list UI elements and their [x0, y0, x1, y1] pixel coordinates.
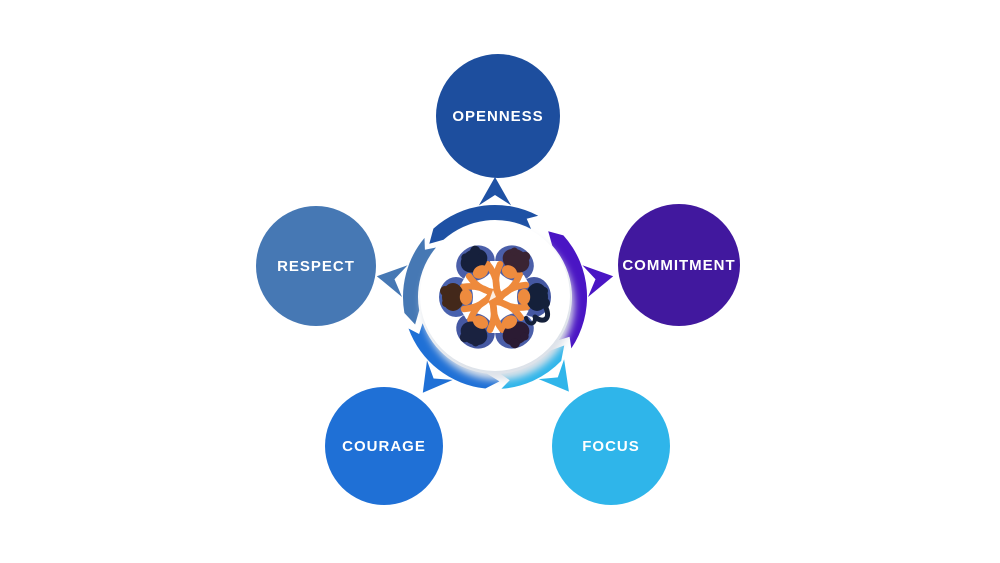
hands-knot-highlight — [489, 290, 496, 301]
person-head-5 — [460, 245, 489, 279]
team-huddle-illustration — [439, 245, 551, 349]
value-circle-openness: OPENNESS — [436, 54, 560, 178]
person-head-2 — [501, 315, 530, 349]
value-circle-focus: FOCUS — [552, 387, 670, 505]
ring-arc-commitment — [548, 231, 588, 349]
value-circle-respect: RESPECT — [256, 206, 376, 326]
person-head-3 — [459, 315, 489, 347]
pointer-arrow-courage — [422, 360, 453, 393]
person-head-1 — [517, 283, 550, 326]
pointer-arrow-commitment — [582, 265, 614, 297]
ring-arc-openness — [429, 204, 539, 244]
value-label-focus: FOCUS — [582, 437, 640, 455]
value-label-commitment: COMMITMENT — [622, 256, 736, 274]
pointer-arrow-openness — [478, 177, 512, 206]
pointer-arrow-focus — [538, 359, 569, 392]
value-label-courage: COURAGE — [342, 437, 426, 455]
value-circle-commitment: COMMITMENT — [618, 204, 740, 326]
person-head-0 — [501, 247, 531, 279]
person-head-4 — [440, 283, 473, 311]
pointer-arrow-respect — [376, 265, 408, 297]
ring-arc-respect — [402, 237, 436, 325]
value-label-respect: RESPECT — [277, 257, 355, 275]
value-circle-courage: COURAGE — [325, 387, 443, 505]
value-label-openness: OPENNESS — [452, 107, 544, 125]
